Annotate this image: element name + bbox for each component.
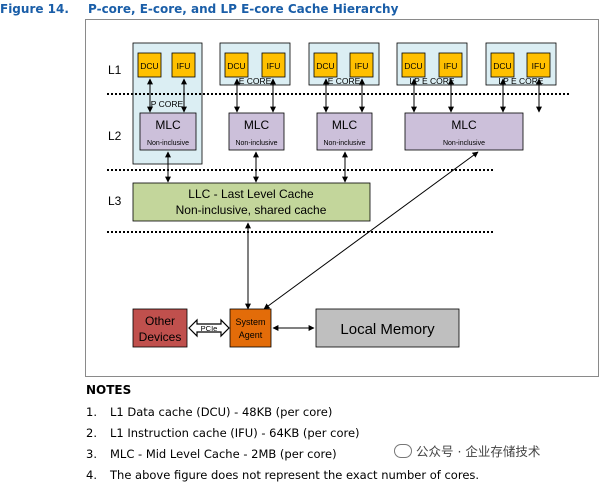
figure-number: Figure 14. [0, 2, 69, 16]
core-label-lp-e-1: LP E CORE [409, 76, 455, 86]
ifu-label-2: IFU [267, 61, 281, 71]
mlc-note-4: Non-inclusive [443, 140, 485, 147]
level-label-l2: L2 [108, 129, 122, 143]
mlc-box-2 [228, 112, 285, 151]
dcu-label-5: DCU [493, 61, 511, 71]
llc-label: LLC - Last Level Cache [188, 187, 314, 201]
other-devices-label: Other [145, 314, 175, 328]
dcu-box-3 [313, 52, 338, 78]
ifu-label-4: IFU [444, 61, 458, 71]
ifu-label-5: IFU [532, 61, 546, 71]
mlc-label-3: MLC [332, 118, 358, 132]
note-text: MLC - Mid Level Cache - 2MB (per core) [110, 447, 337, 461]
ifu-box-5 [526, 52, 551, 78]
core-label-e-1: E CORE [239, 76, 272, 86]
level-label-l1: L1 [108, 63, 122, 77]
dcu-label-1: DCU [140, 61, 158, 71]
note-item: 1. L1 Data cache (DCU) - 48KB (per core) [86, 402, 586, 423]
mlc-box-4 [404, 112, 524, 151]
other-devices-label-line2: Devices [139, 330, 182, 344]
note-text: L1 Data cache (DCU) - 48KB (per core) [110, 405, 333, 419]
local-memory-label: Local Memory [340, 321, 435, 338]
mlc-box-1 [139, 112, 197, 151]
dcu-label-2: DCU [227, 61, 245, 71]
dcu-label-4: DCU [404, 61, 422, 71]
mlc-label-1: MLC [155, 118, 181, 132]
note-item: 3. MLC - Mid Level Cache - 2MB (per core) [86, 444, 586, 465]
figure-title: Figure 14. P-core, E-core, and LP E-core … [0, 2, 398, 16]
other-devices-box [132, 308, 188, 348]
mlc-label-4: MLC [451, 118, 477, 132]
dcu-label-3: DCU [316, 61, 334, 71]
core-label-e-2: E CORE [328, 76, 361, 86]
note-number: 1. [86, 405, 97, 419]
local-memory-box [315, 308, 460, 348]
watermark-text: 公众号 · 企业存储技术 [416, 444, 541, 459]
core-label-lp-e-2: LP E CORE [498, 76, 544, 86]
ifu-box-2 [261, 52, 286, 78]
dcu-box-5 [490, 52, 515, 78]
watermark: 公众号 · 企业存储技术 [392, 441, 543, 460]
note-number: 3. [86, 447, 97, 461]
notes-heading: NOTES [86, 383, 132, 397]
wechat-icon [394, 444, 412, 458]
note-number: 2. [86, 426, 97, 440]
dcu-box-2 [224, 52, 249, 78]
mlc-note-1: Non-inclusive [147, 140, 189, 147]
note-item: 2. L1 Instruction cache (IFU) - 64KB (per… [86, 423, 586, 444]
notes-section: NOTES 1. L1 Data cache (DCU) - 48KB (per … [86, 383, 586, 486]
system-agent-label-line2: Agent [239, 330, 263, 340]
mlc-label-2: MLC [244, 118, 270, 132]
pcie-double-arrow [188, 318, 230, 338]
figure-caption: P-core, E-core, and LP E-core Cache Hier… [88, 2, 399, 16]
dcu-box-1 [137, 52, 162, 78]
ifu-label-1: IFU [177, 61, 191, 71]
ifu-box-3 [349, 52, 374, 78]
mlc-note-3: Non-inclusive [323, 140, 365, 147]
diagram-frame [85, 19, 599, 377]
mlc-note-2: Non-inclusive [235, 140, 277, 147]
pcie-label: PCIe [201, 324, 218, 333]
mlc-box-3 [316, 112, 373, 151]
note-number: 4. [86, 468, 97, 482]
ifu-box-1 [171, 52, 196, 78]
dcu-box-4 [401, 52, 426, 78]
note-text: L1 Instruction cache (IFU) - 64KB (per c… [110, 426, 360, 440]
system-agent-label: System [235, 317, 265, 327]
llc-subtitle: Non-inclusive, shared cache [176, 203, 327, 217]
ifu-box-4 [438, 52, 463, 78]
core-label-p: P CORE [151, 99, 184, 109]
note-text: The above figure does not represent the … [110, 468, 480, 482]
level-label-l3: L3 [108, 194, 122, 208]
cache-hierarchy-diagram: L1 L2 L3 DCU IFU DCU IFU DCU IFU DCU IFU… [107, 42, 570, 348]
ifu-label-3: IFU [355, 61, 369, 71]
system-agent-box [229, 308, 272, 348]
arrow-lp-mlc-system-agent [263, 151, 479, 310]
